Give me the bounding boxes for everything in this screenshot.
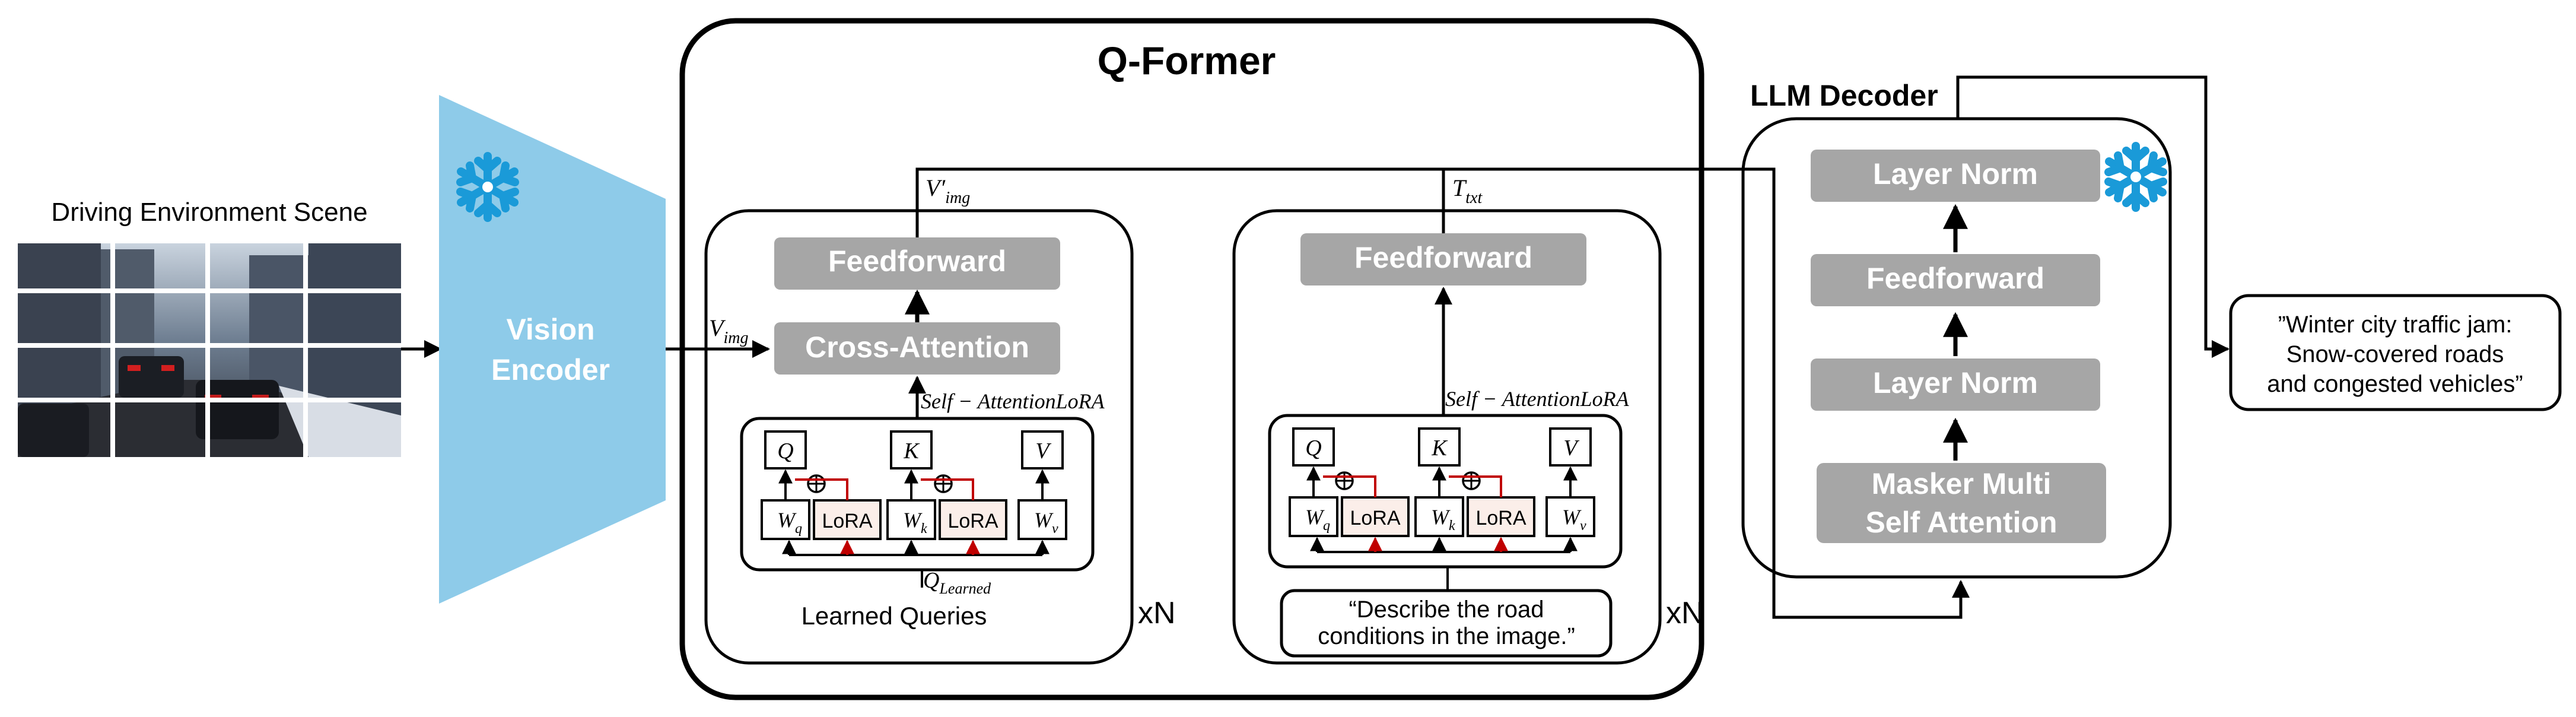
right-feedforward-label: Feedforward <box>1354 241 1532 274</box>
left-wk-label: Wk <box>903 508 927 537</box>
right-k-label: K <box>1431 436 1448 461</box>
right-feedforward-block <box>1300 233 1586 285</box>
decoder-feedforward-block <box>1811 254 2100 306</box>
right-v-box <box>1549 427 1592 467</box>
layer-norm-bottom-block <box>1811 358 2100 411</box>
right-wv-box <box>1545 496 1595 537</box>
left-q-box <box>764 430 807 469</box>
prompt-text-line2: conditions in the image.” <box>1318 623 1575 649</box>
right-k-box <box>1418 427 1461 467</box>
masked-attention-block <box>1817 463 2106 543</box>
right-lora-a-label: LoRA <box>1350 507 1400 529</box>
left-feedforward-label: Feedforward <box>828 245 1006 278</box>
llm-decoder-title: LLM Decoder <box>1750 79 1938 112</box>
left-lora-b-label: LoRA <box>947 510 998 532</box>
left-wq-box <box>761 499 810 540</box>
left-q-label: Q <box>777 439 793 464</box>
prompt-text-line1: “Describe the road <box>1349 597 1544 623</box>
right-v-label: V <box>1563 436 1579 461</box>
q-learned-label: QLearned <box>923 568 991 597</box>
output-line1: ”Winter city traffic jam: <box>2278 312 2513 338</box>
right-q-label: Q <box>1305 436 1321 461</box>
left-feedforward-block <box>774 237 1060 290</box>
right-wq-label: Wq <box>1305 505 1330 534</box>
right-self-attention-label: Self − AttentionLoRA <box>1445 387 1630 411</box>
scene-image <box>18 243 401 457</box>
masked-attention-label-1: Masker Multi <box>1872 467 2052 500</box>
left-qkv-group: Q K V Wq LoRA Wk LoRA Wv <box>761 430 1067 556</box>
left-lora-a-label: LoRA <box>822 510 872 532</box>
layer-norm-top-label: Layer Norm <box>1873 157 2038 191</box>
vision-encoder-label-1: Vision <box>506 313 594 346</box>
left-wq-label: Wq <box>777 508 802 537</box>
masked-attention-label-2: Self Attention <box>1865 506 2057 539</box>
layer-norm-bottom-label: Layer Norm <box>1873 366 2038 399</box>
cross-attention-block <box>774 322 1060 375</box>
layer-norm-top-block <box>1811 150 2100 202</box>
cross-attention-label: Cross-Attention <box>805 331 1029 364</box>
qformer-title: Q-Former <box>1098 39 1276 83</box>
left-repeat-label: xN <box>1138 596 1176 630</box>
scene-label: Driving Environment Scene <box>51 198 367 227</box>
v-img-input-label: Vimg <box>709 315 748 347</box>
left-lora-a-box <box>813 499 882 540</box>
right-wk-label: Wk <box>1431 505 1455 534</box>
prompt-box <box>1280 589 1613 658</box>
left-self-attention-label: Self − AttentionLoRA <box>921 389 1105 413</box>
output-line2: Snow-covered roads <box>2286 341 2504 367</box>
right-q-box <box>1292 427 1335 467</box>
left-v-label: V <box>1035 439 1051 464</box>
learned-queries-label: Learned Queries <box>802 602 987 630</box>
vision-encoder-label-2: Encoder <box>491 353 610 386</box>
left-k-box <box>890 430 933 469</box>
right-qkv-group: Q K V Wq LoRA Wk LoRA Wv <box>1289 427 1595 553</box>
output-line3: and congested vehicles” <box>2267 371 2523 397</box>
left-lora-b-box <box>939 499 1007 540</box>
left-wv-label: Wv <box>1034 508 1058 537</box>
decoder-snowflake-icon <box>2108 146 2163 208</box>
right-lora-b-label: LoRA <box>1475 507 1526 529</box>
left-branch-container <box>704 209 1134 665</box>
left-v-box <box>1021 430 1064 469</box>
right-branch-container <box>1232 209 1662 665</box>
right-self-attention-box <box>1268 414 1623 569</box>
qformer-container <box>679 18 1704 700</box>
v-img-output-label: V′img <box>926 175 970 207</box>
output-text-box <box>2229 294 2562 411</box>
left-k-label: K <box>903 439 920 464</box>
left-self-attention-box <box>740 417 1095 572</box>
vision-encoder <box>439 95 666 604</box>
right-wv-label: Wv <box>1562 505 1586 534</box>
decoder-feedforward-label: Feedforward <box>1866 262 2044 295</box>
right-repeat-label: xN <box>1666 596 1704 630</box>
t-txt-label: Ttxt <box>1452 175 1483 207</box>
right-lora-a-box <box>1341 496 1410 537</box>
left-wk-box <box>886 499 936 540</box>
